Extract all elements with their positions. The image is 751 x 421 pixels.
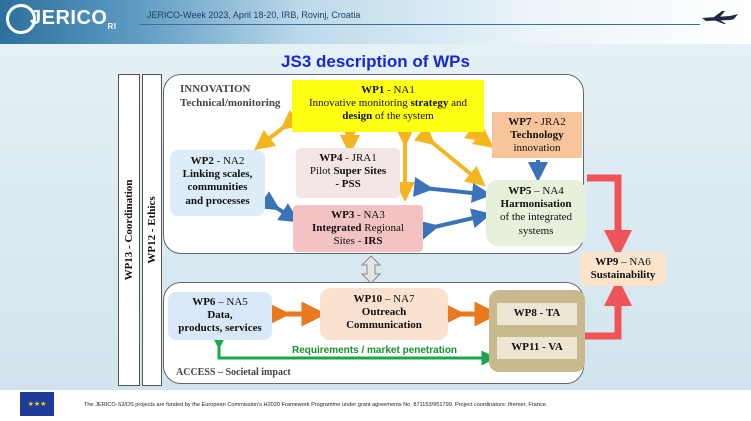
- header-line: [140, 24, 700, 25]
- wp1-box: WP1 - NA1 Innovative monitoring strategy…: [292, 80, 484, 132]
- wp10-box: WP10 – NA7 Outreach Communication: [320, 288, 448, 340]
- footer-bar: [0, 390, 751, 421]
- wp7-box: WP7 - JRA2 Technology innovation: [492, 112, 582, 158]
- wp9-box: WP9 – NA6 Sustainability: [580, 252, 666, 286]
- wp4-box: WP4 - JRA1 Pilot Super Sites - PSS: [296, 148, 400, 198]
- glider-icon: [702, 11, 738, 24]
- eu-flag-icon: ★★★: [20, 392, 54, 416]
- arrow-innovation-access: [360, 255, 382, 284]
- wp6-box: WP6 – NA5 Data, products, services: [168, 292, 272, 340]
- innovation-subheading: Technical/monitoring: [180, 97, 281, 109]
- arrow-wp4-wp5: [413, 177, 492, 203]
- innovation-heading: INNOVATION: [180, 83, 251, 95]
- requirements-label: Requirements / market penetration: [292, 345, 458, 356]
- arrow-wp1-wp7: [464, 122, 494, 148]
- arrow-wp2-wp3: [258, 191, 300, 223]
- event-text: JERICO-Week 2023, April 18-20, IRB, Rovi…: [147, 10, 361, 20]
- wp3-box: WP3 - NA3 Integrated Regional Sites - IR…: [293, 205, 423, 252]
- arrow-wp8-wp9: [584, 278, 632, 340]
- arrow-wp3-wp5: [418, 208, 492, 240]
- wp8-box: WP8 - TA: [497, 303, 577, 325]
- arrow-requirements: [211, 334, 497, 366]
- access-heading: ACCESS – Societal impact: [176, 367, 291, 378]
- arrow-wp1-wp2: [254, 109, 303, 151]
- arrow-wp1-wp5: [413, 124, 486, 187]
- wp11-box: WP11 - VA: [497, 337, 577, 359]
- logo-text: JERICORI: [30, 7, 117, 31]
- wp12-ethics-bar: WP12 - Ethics: [142, 74, 162, 386]
- wp2-box: WP2 - NA2 Linking scales, communities an…: [170, 150, 265, 216]
- wp5-box: WP5 – NA4 Harmonisation of the integrate…: [486, 180, 586, 246]
- wp13-coordination-bar: WP13 - Coordination: [118, 74, 140, 386]
- footer-text: The JERICO-S3/DS projects are funded by …: [84, 402, 548, 408]
- page-title: JS3 description of WPs: [281, 52, 470, 71]
- logo-icon: [6, 4, 36, 34]
- header-bar: JERICORI JERICO-Week 2023, April 18-20, …: [0, 0, 751, 44]
- arrow-wp5-wp9: [587, 174, 632, 258]
